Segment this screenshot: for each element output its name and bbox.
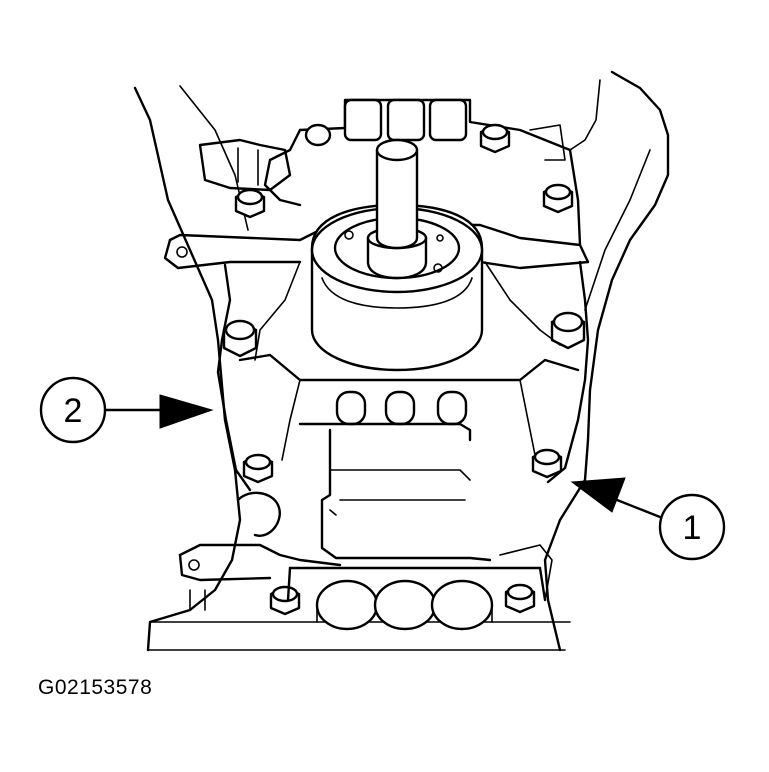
callout-2-label: 2 <box>64 392 83 430</box>
arrow-right-icon <box>159 394 214 429</box>
bolt-icon <box>234 188 266 219</box>
callout-2: 2 <box>39 376 214 444</box>
bolt-icon <box>542 183 574 214</box>
upper-head-section <box>198 98 582 247</box>
lower-pan-section <box>178 390 553 611</box>
bolt-icon <box>504 583 536 614</box>
bolt-icon <box>242 453 274 484</box>
figure-id-label: G02153578 <box>38 676 153 699</box>
callout-1-label: 1 <box>683 509 702 547</box>
arrow-left-icon <box>570 477 626 513</box>
bolts-group <box>222 123 586 616</box>
bolt-icon <box>479 123 511 154</box>
oil-pan-bracket <box>163 223 590 492</box>
bolt-icon <box>304 123 332 147</box>
shaft-pulley-assembly <box>310 138 484 372</box>
bolt-icon <box>222 319 258 358</box>
bolt-icon <box>531 448 563 479</box>
bolt-icon <box>269 585 301 616</box>
bottom-plugs <box>315 579 494 631</box>
callout-1: 1 <box>570 477 726 561</box>
